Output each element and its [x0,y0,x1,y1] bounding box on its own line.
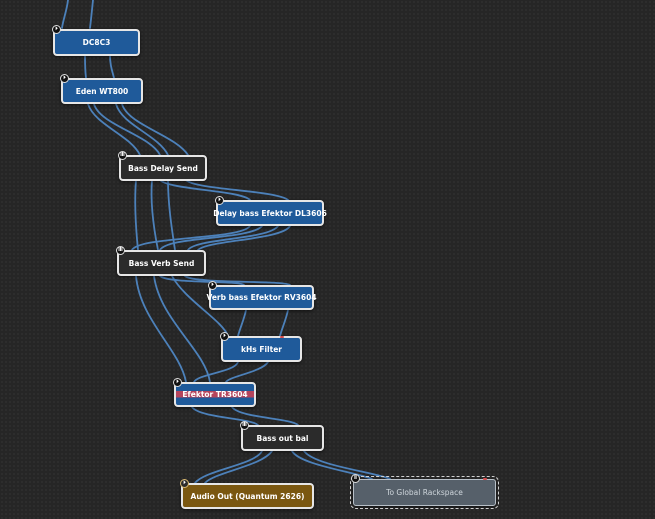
connection-wire [159,275,245,286]
output-pin [280,336,284,338]
plugin-icon: ⏵ [215,196,224,205]
plugin-icon: ⏵ [173,378,182,387]
connection-wire [159,225,263,251]
connection-wire [193,361,239,383]
connection-wire [159,179,251,201]
node-label: Eden WT800 [75,86,129,96]
connection-wire [291,450,373,480]
connection-wire [84,54,87,79]
connection-wire [187,225,279,251]
connection-wire [93,103,161,156]
connection-wire [134,179,139,251]
node-label: Bass Delay Send [128,163,198,173]
node-to-global-rackspace[interactable]: Ⅲ To Global Rackspace [350,474,499,509]
mixer-icon: Ⅲ [116,246,125,255]
node-label: Audio Out (Quantum 2626) [190,491,305,501]
connection-wire [109,54,115,79]
node-bass-out-bal[interactable]: Ⅲ Bass out bal [240,421,324,451]
connection-wire [89,0,94,29]
connection-wire [194,450,263,484]
node-dc8c3[interactable]: ⏵ DC8C3 [52,25,140,56]
connection-wire [167,179,176,251]
mixer-icon: Ⅲ [118,151,127,160]
connection-wire [231,406,299,426]
node-eden-wt800[interactable]: ⏵ Eden WT800 [60,74,143,104]
node-label: Bass out bal [256,433,309,443]
mixer-icon: Ⅲ [240,421,249,430]
connection-wire [279,309,289,337]
connection-wire [87,103,141,156]
connection-wire [171,275,229,337]
audio-out-icon: ⏵ [180,479,189,488]
node-label: Bass Verb Send [128,258,195,268]
node-khs-filter[interactable]: ⏵ kHs Filter [220,332,302,362]
plugin-icon: ⏵ [220,332,229,341]
connection-wire [303,450,391,480]
node-bass-delay-send[interactable]: Ⅲ Bass Delay Send [118,151,207,181]
connection-wire [204,450,273,484]
node-label: Verb bass Efektor RV3604 [206,293,317,302]
plugin-icon: ⏵ [60,74,69,83]
output-pin [483,478,487,480]
plugin-icon: ⏵ [208,281,217,290]
connection-wire [185,179,289,201]
node-label: Delay bass Efektor DL3606 [213,208,327,218]
connection-wire [237,309,247,337]
connection-wire [150,179,159,251]
node-label: Efektor TR3604 [182,390,248,399]
connection-wire [135,275,187,383]
mixer-icon: Ⅲ [351,474,360,483]
node-delay-bass-efektor[interactable]: ⏵ Delay bass Efektor DL3606 [213,196,327,226]
plugin-icon: ⏵ [52,25,61,34]
node-efektor-tr3604[interactable]: ⏵ Efektor TR3604 [173,378,256,407]
connection-wire [121,103,189,156]
connection-wire [131,225,251,251]
connection-wire [61,0,69,29]
connection-wire [153,275,211,383]
node-audio-out[interactable]: ⏵ Audio Out (Quantum 2626) [180,479,314,509]
connection-wire [225,361,269,383]
node-label: To Global Rackspace [386,488,463,497]
connection-wire [184,275,291,286]
connection-wire [191,406,259,426]
connection-wire [115,103,169,156]
node-label: DC8C3 [82,38,111,47]
connection-wire [197,225,291,251]
node-bass-verb-send[interactable]: Ⅲ Bass Verb Send [116,246,206,276]
node-label: kHs Filter [241,344,282,354]
node-verb-bass-efektor[interactable]: ⏵ Verb bass Efektor RV3604 [206,281,317,310]
